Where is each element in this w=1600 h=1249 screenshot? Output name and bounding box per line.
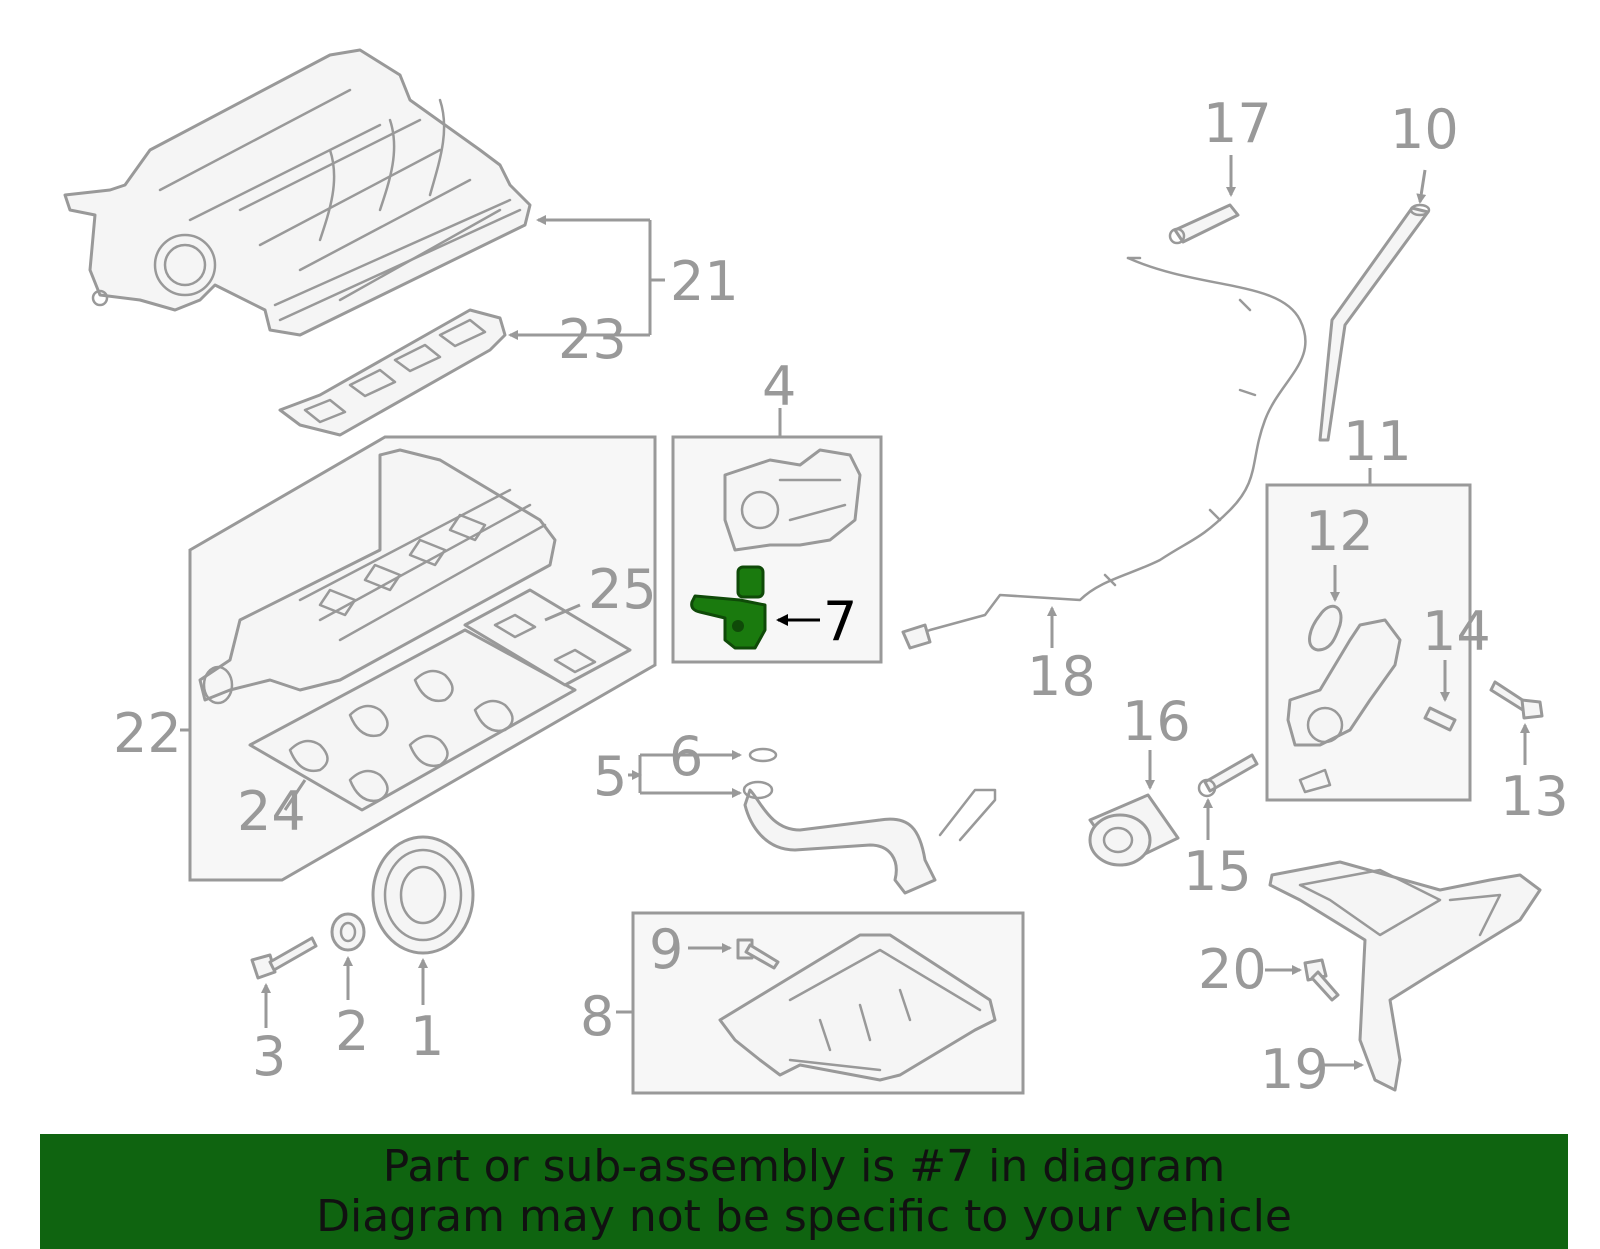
oil-pump [723, 448, 862, 552]
callout-16: 16 [1122, 690, 1191, 753]
callout-8: 8 [580, 985, 614, 1048]
callout-5: 5 [593, 745, 627, 808]
callout-10: 10 [1390, 98, 1459, 161]
callout-1: 1 [410, 1005, 444, 1068]
part-7-highlighted [690, 565, 767, 650]
callout-12: 12 [1305, 500, 1374, 563]
callout-22: 22 [113, 702, 182, 765]
bolt-13 [1489, 680, 1544, 720]
callout-25: 25 [588, 558, 657, 621]
sensor-14 [1423, 706, 1457, 732]
stud-15 [1197, 753, 1259, 798]
callout-19: 19 [1260, 1038, 1329, 1101]
callout-14: 14 [1422, 600, 1491, 663]
callout-9: 9 [649, 918, 683, 981]
intake-manifold [63, 48, 532, 337]
callout-2: 2 [335, 1000, 369, 1063]
bolt-20 [1303, 958, 1340, 1002]
bolt-3 [250, 936, 318, 980]
banner-line-2: Diagram may not be specific to your vehi… [316, 1190, 1292, 1242]
callout-13: 13 [1500, 765, 1569, 828]
o-ring-6 [748, 747, 778, 763]
callout-4: 4 [762, 355, 796, 418]
dipstick-tube [1318, 203, 1431, 442]
lower-intake-manifold [198, 448, 557, 705]
oil-filter-housing [1286, 618, 1402, 794]
callout-17: 17 [1203, 92, 1272, 155]
callout-7: 7 [823, 590, 857, 653]
bolt-9 [736, 938, 780, 970]
gasket-12 [1308, 604, 1343, 652]
washer-2 [330, 912, 366, 952]
callout-23: 23 [558, 308, 627, 371]
banner-line-1: Part or sub-assembly is #7 in diagram [382, 1140, 1226, 1192]
info-banner: Part or sub-assembly is #7 in diagram Di… [40, 1134, 1568, 1249]
callout-24: 24 [237, 780, 306, 843]
gasket-set-25 [463, 588, 632, 687]
oil-pan [718, 933, 997, 1082]
oil-pickup-tube [742, 780, 997, 895]
callout-18: 18 [1027, 645, 1096, 708]
crank-pulley [371, 835, 475, 955]
gasket-set-24 [248, 628, 577, 812]
wiring-harness [901, 256, 1307, 650]
engine-bracket-19 [1268, 860, 1542, 1092]
callout-21: 21 [670, 250, 739, 313]
sensor-17 [1168, 203, 1240, 245]
callout-6: 6 [669, 725, 703, 788]
callout-3: 3 [252, 1025, 286, 1088]
oil-filter [1088, 793, 1180, 867]
callout-11: 11 [1343, 410, 1412, 473]
callout-20: 20 [1198, 938, 1267, 1001]
callout-15: 15 [1183, 840, 1252, 903]
